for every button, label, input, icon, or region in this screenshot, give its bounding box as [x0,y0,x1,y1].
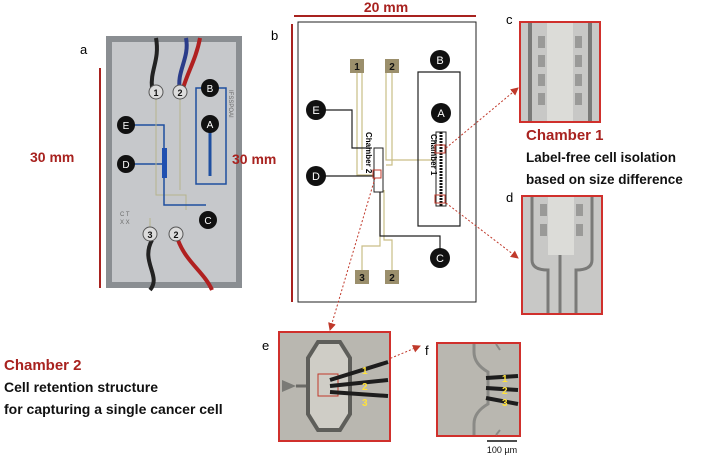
svg-text:B: B [436,55,443,67]
svg-text:3: 3 [359,273,365,284]
svg-text:2: 2 [389,273,395,284]
micro-f-label-2: 2 [502,386,508,397]
panel-label-a: a [80,42,88,57]
chamber1-highlight-bottom [434,194,446,204]
leader-to-e [328,177,376,331]
micrograph-f [436,342,521,437]
svg-text:2: 2 [389,62,395,73]
photo-electrode-a: A [201,115,219,133]
svg-text:3: 3 [147,230,152,240]
micro-e-label-3: 3 [362,398,368,409]
photo-electrode-1: 1 [148,84,164,100]
svg-text:A: A [437,108,445,120]
panel-label-d: d [506,190,513,205]
svg-text:1: 1 [354,62,360,73]
wire-red-bottom [176,239,214,291]
photo-electrode-e: E [117,116,135,134]
schematic-electrode-b: B [430,50,450,70]
micrograph-e [278,331,391,442]
panel-label-c: c [506,12,513,27]
panel-label-e: e [262,338,269,353]
photo-electrode-2b: 2 [168,226,184,242]
schematic-electrode-d: D [306,166,326,186]
svg-text:D: D [312,171,320,183]
trace-e [126,124,165,150]
svg-text:E: E [123,121,130,132]
panel-label-f: f [425,343,429,358]
schematic-pad-1: 1 [350,59,364,73]
schematic-pad-3: 3 [355,270,369,284]
dimension-label-b: 30 mm [232,151,276,167]
leader-to-d [445,202,519,259]
micro-e-label-2: 2 [362,382,368,393]
schematic-traces [322,71,461,270]
svg-text:2: 2 [173,230,178,240]
trace-pad1 [155,92,187,210]
photo-electrode-b: B [201,79,219,97]
chamber1-title: Chamber 1 [526,127,604,144]
schematic-pad-2: 2 [385,59,399,73]
schematic-pad-2b: 2 [385,270,399,284]
svg-text:C: C [436,253,444,265]
svg-text:1: 1 [153,88,158,98]
schematic-electrode-c: C [430,248,450,268]
micro-f-label-3: 3 [502,398,508,409]
trace-c [163,178,206,206]
photo-electrode-2: 2 [172,84,188,100]
schematic-electrode-e: E [306,100,326,120]
photo-electrode-3: 3 [142,226,158,242]
chip-code-text-1: C T [120,212,130,218]
scale-bar-label: 100 µm [487,445,517,455]
chamber2-highlight [372,169,382,179]
photo-electrode-d: D [117,155,135,173]
dimension-label-width: 20 mm [364,0,408,15]
chip-code-text-2: X X [120,220,130,226]
micrograph-d [521,195,603,315]
panel-label-b: b [271,28,278,43]
svg-text:A: A [207,120,214,131]
photo-electrode-c: C [199,211,217,229]
dimension-label-a: 30 mm [30,149,74,165]
micro-f-label-1: 1 [502,374,508,385]
chamber1-highlight-top [434,144,446,154]
chamber1-label: Chamber 1 [429,134,438,176]
svg-text:B: B [207,84,214,95]
chamber2-label: Chamber 2 [364,132,373,174]
svg-text:D: D [122,160,129,171]
svg-text:C: C [204,216,211,227]
chamber1-desc-line1: Label-free cell isolation [526,150,676,165]
chamber2-title: Chamber 2 [4,357,82,374]
wire-black-bottom [146,239,156,292]
chamber1-desc-line2: based on size difference [526,172,683,187]
schematic-electrode-a: A [431,103,451,123]
svg-text:2: 2 [177,88,182,98]
micrograph-c [519,21,601,123]
chip-header-text: IFSSPOAI [227,90,233,118]
chamber2-desc-line2: for capturing a single cancer cell [4,401,223,417]
chamber2-photo [162,148,167,178]
svg-text:E: E [312,105,319,117]
chamber2-desc-line1: Cell retention structure [4,379,158,395]
micro-e-label-1: 1 [362,366,368,377]
wire-black-top [149,37,159,89]
